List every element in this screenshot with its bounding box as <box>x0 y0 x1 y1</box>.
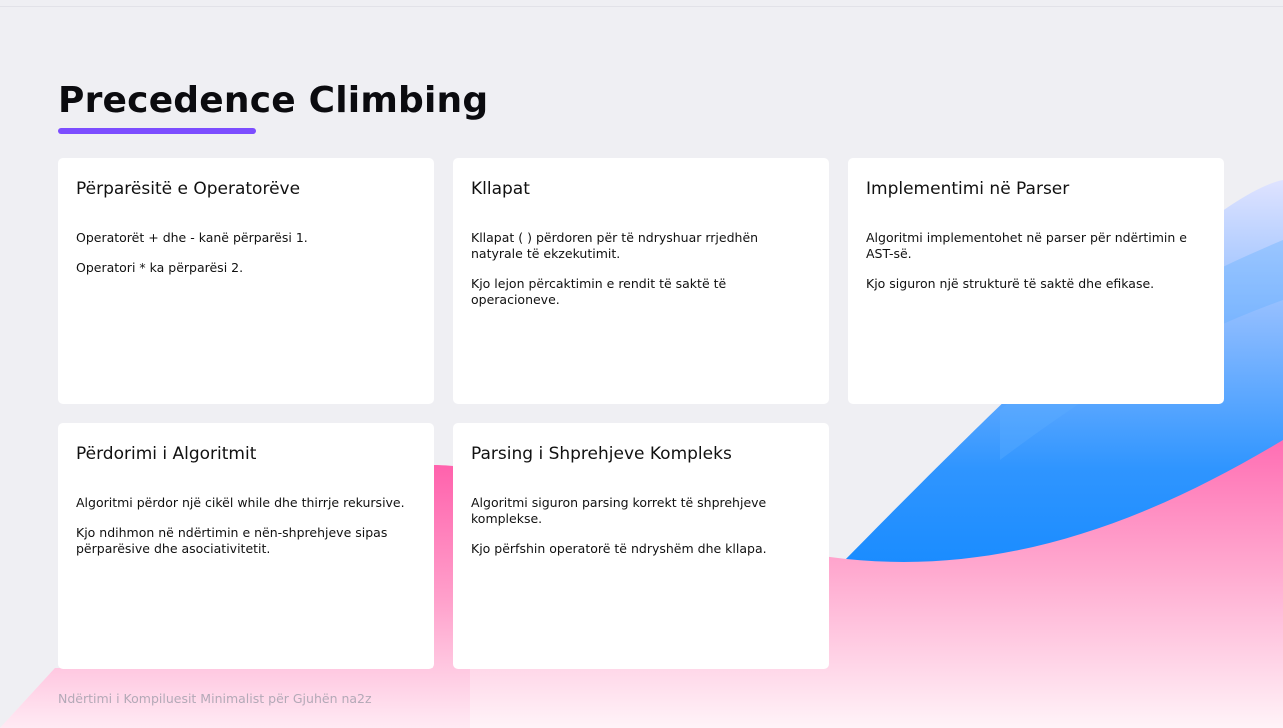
card-paragraph: Kllapat ( ) përdoren për të ndryshuar rr… <box>471 230 759 261</box>
card-body: Algoritmi siguron parsing korrekt të shp… <box>471 495 811 557</box>
card-body: Algoritmi implementohet në parser për nd… <box>866 230 1206 292</box>
card-algorithm-usage: Përdorimi i Algoritmit Algoritmi përdor … <box>58 423 434 669</box>
card-paragraph: Operatorët + dhe - kanë përparësi 1. <box>76 230 308 245</box>
card-paragraph: Kjo lejon përcaktimin e rendit të saktë … <box>471 276 727 307</box>
card-title: Përparësitë e Operatorëve <box>76 179 301 199</box>
pink-wave-left <box>0 465 470 728</box>
card-title: Parsing i Shprehjeve Kompleks <box>471 444 732 464</box>
card-paragraph: Algoritmi implementohet në parser për nd… <box>866 230 1187 261</box>
top-divider <box>0 6 1283 7</box>
card-paragraph: Kjo ndihmon në ndërtimin e nën-shprehjev… <box>76 525 388 556</box>
card-parentheses: Kllapat Kllapat ( ) përdoren për të ndry… <box>453 158 829 404</box>
card-paragraph: Kjo përfshin operatorë të ndryshëm dhe k… <box>471 541 767 556</box>
page-title: Precedence Climbing <box>58 80 489 121</box>
card-title: Përdorimi i Algoritmit <box>76 444 257 464</box>
slide-footer: Ndërtimi i Kompiluesit Minimalist për Gj… <box>58 691 372 706</box>
card-title: Kllapat <box>471 179 530 199</box>
title-underline <box>58 128 256 134</box>
card-complex-expressions: Parsing i Shprehjeve Kompleks Algoritmi … <box>453 423 829 669</box>
card-paragraph: Algoritmi siguron parsing korrekt të shp… <box>471 495 767 526</box>
card-operator-precedence: Përparësitë e Operatorëve Operatorët + d… <box>58 158 434 404</box>
card-body: Algoritmi përdor një cikël while dhe thi… <box>76 495 416 557</box>
card-body: Kllapat ( ) përdoren për të ndryshuar rr… <box>471 230 811 308</box>
card-title: Implementimi në Parser <box>866 179 1070 199</box>
card-paragraph: Operatori * ka përparësi 2. <box>76 260 244 275</box>
card-paragraph: Algoritmi përdor një cikël while dhe thi… <box>76 495 405 510</box>
card-paragraph: Kjo siguron një strukturë të saktë dhe e… <box>866 276 1155 291</box>
card-body: Operatorët + dhe - kanë përparësi 1. Ope… <box>76 230 416 276</box>
card-parser-implementation: Implementimi në Parser Algoritmi impleme… <box>848 158 1224 404</box>
